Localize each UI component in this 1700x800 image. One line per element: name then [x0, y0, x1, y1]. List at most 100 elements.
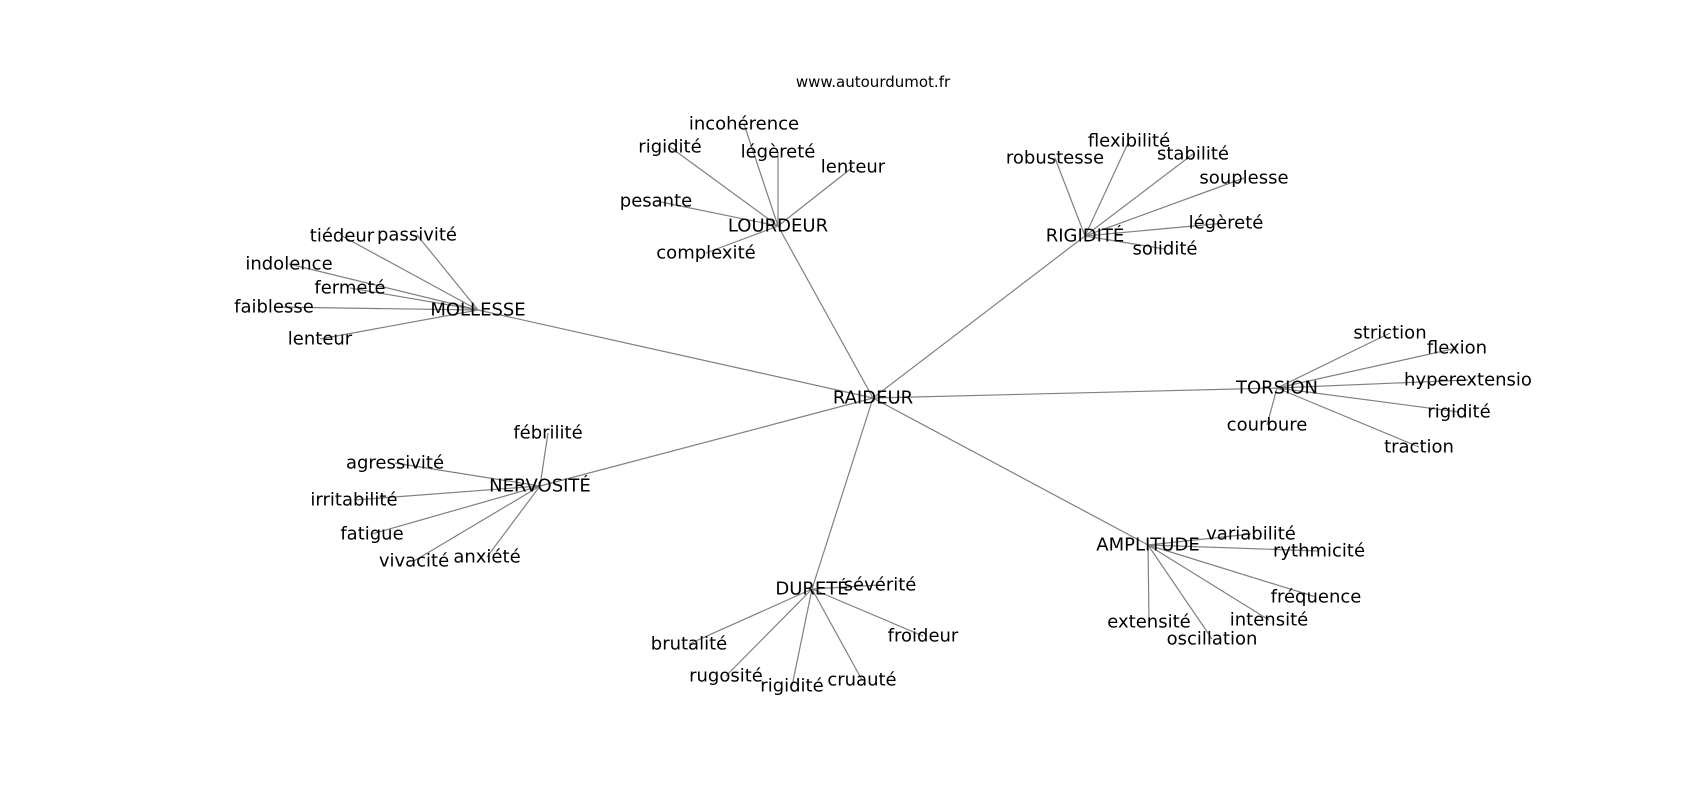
word-node-label: robustesse	[1006, 148, 1104, 169]
word-node-label: vivacité	[379, 551, 449, 572]
edge-group-to-word	[288, 263, 479, 311]
edge-group-to-word	[725, 588, 813, 677]
word-node-label: flexibilité	[1088, 131, 1170, 152]
edge-group-to-word	[416, 234, 479, 311]
edge-group-to-word	[353, 485, 541, 501]
word-node-label: pesante	[620, 191, 692, 212]
word-node-label: légèreté	[1189, 213, 1264, 234]
word-node-label: sévérité	[844, 575, 917, 596]
root-node-label: RAIDEUR	[833, 388, 913, 409]
edge-group-to-word	[371, 485, 541, 535]
word-node-label: stabilité	[1157, 144, 1229, 165]
edge-group-to-word	[1084, 222, 1227, 237]
word-node-label: agressivité	[346, 453, 444, 474]
word-node-label: fréquence	[1271, 587, 1362, 608]
edge-group-to-word	[811, 588, 863, 681]
word-node-label: hyperextensio	[1404, 370, 1532, 391]
edge-group-to-word	[1276, 387, 1460, 413]
word-node-label: rigidité	[760, 676, 823, 697]
group-node-label: TORSION	[1235, 378, 1318, 399]
edge-group-to-word	[1276, 332, 1391, 389]
word-node-label: tiédeur	[310, 226, 375, 247]
word-node-label: fatigue	[340, 524, 403, 545]
graph-edges	[273, 123, 1469, 687]
edge-group-to-word	[655, 200, 779, 227]
word-node-label: rugosité	[689, 666, 763, 687]
word-node-label: rigidité	[1427, 402, 1490, 423]
word-node-label: lenteur	[821, 157, 886, 178]
edge-group-to-word	[539, 432, 549, 487]
word-node-label: souplesse	[1199, 168, 1288, 189]
edge-group-to-word	[1276, 379, 1469, 389]
group-node-label: NERVOSITÉ	[489, 475, 591, 497]
word-node-label: rythmicité	[1273, 541, 1365, 562]
word-node-label: oscillation	[1167, 629, 1258, 650]
word-node-label: cruauté	[827, 670, 896, 691]
group-node-label: MOLLESSE	[430, 300, 525, 321]
edge-group-to-word	[349, 287, 479, 311]
site-watermark: www.autourdumot.fr	[796, 73, 951, 91]
edge-group-to-word	[1266, 387, 1278, 426]
word-node-label: brutalité	[651, 634, 727, 655]
edge-group-to-word	[743, 123, 779, 227]
edge-group-to-word	[413, 485, 541, 562]
word-node-label: intensité	[1230, 610, 1308, 631]
word-node-label: traction	[1384, 437, 1454, 458]
group-node-label: AMPLITUDE	[1096, 535, 1199, 556]
edge-group-to-word	[1147, 544, 1213, 640]
group-node-label: DURETÉ	[775, 578, 848, 600]
edge-group-to-word	[319, 309, 479, 340]
edge-group-to-word	[811, 584, 881, 590]
group-node-label: RIGIDITÉ	[1046, 225, 1125, 247]
edge-root-to-group	[872, 397, 1149, 546]
group-node-label: LOURDEUR	[728, 216, 828, 237]
word-node-label: irritabilité	[310, 490, 397, 511]
word-node-label: flexion	[1427, 338, 1487, 359]
edge-group-to-word	[273, 306, 479, 311]
edge-group-to-word	[1147, 544, 1270, 621]
word-node-label: légèreté	[741, 142, 816, 163]
word-node-label: complexité	[656, 243, 755, 264]
edge-group-to-word	[394, 462, 541, 487]
word-node-label: froideur	[888, 626, 959, 647]
edge-group-to-word	[486, 485, 541, 558]
edge-group-to-word	[1084, 153, 1194, 237]
word-node-label: fébrilité	[513, 423, 582, 444]
word-node-label: indolence	[245, 254, 332, 275]
word-node-label: passivité	[377, 225, 457, 246]
edge-root-to-group	[811, 397, 874, 590]
word-node-label: solidité	[1133, 239, 1198, 260]
word-node-label: anxiété	[453, 547, 520, 568]
edge-group-to-word	[1276, 347, 1458, 389]
edge-group-to-word	[1147, 533, 1252, 546]
edge-root-to-group	[477, 309, 874, 399]
edge-group-to-word	[669, 146, 779, 227]
edge-group-to-word	[705, 225, 779, 254]
word-node-label: variabilité	[1206, 524, 1296, 545]
edge-group-to-word	[341, 235, 479, 311]
word-node-label: striction	[1353, 323, 1426, 344]
word-node-label: extensité	[1107, 612, 1190, 633]
word-node-label: incohérence	[689, 114, 799, 135]
word-node-label: faiblesse	[234, 297, 314, 318]
edge-group-to-word	[1054, 157, 1086, 237]
edge-group-to-word	[1084, 177, 1245, 237]
word-node-label: rigidité	[638, 137, 701, 158]
edge-group-to-word	[811, 588, 924, 637]
edge-group-to-word	[1147, 544, 1317, 598]
edge-root-to-group	[777, 225, 874, 399]
edge-group-to-word	[688, 588, 813, 645]
edge-group-to-word	[1084, 140, 1130, 237]
edge-group-to-word	[1147, 544, 1150, 623]
edge-root-to-group	[872, 235, 1086, 399]
edge-root-to-group	[872, 387, 1278, 399]
word-node-label: lenteur	[288, 329, 353, 350]
edge-group-to-word	[791, 588, 813, 687]
edge-group-to-word	[1084, 235, 1166, 250]
word-node-label: fermeté	[314, 278, 385, 299]
edge-root-to-group	[539, 397, 874, 487]
edge-group-to-word	[1147, 544, 1320, 552]
edge-group-to-word	[777, 166, 854, 227]
